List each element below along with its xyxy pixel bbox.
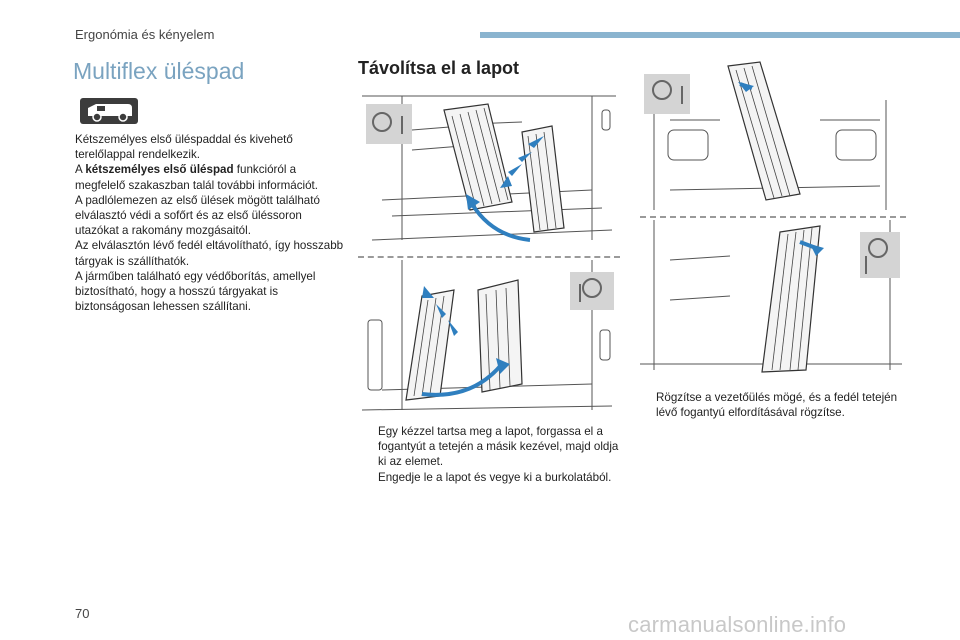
illustration-secure-panel xyxy=(640,220,902,373)
steering-wheel-icon xyxy=(366,104,412,144)
van-icon xyxy=(80,98,138,124)
paragraph-3: A padlólemezen az első ülések mögött tal… xyxy=(75,193,320,238)
illustration-release-panel xyxy=(362,95,616,242)
divider-dashed-left xyxy=(358,256,620,258)
paragraph-5: A járműben található egy védőborítás, am… xyxy=(75,269,316,314)
steering-wheel-icon xyxy=(860,232,900,278)
paragraph-2: A kétszemélyes első üléspad funkcióról a… xyxy=(75,163,318,192)
header-accent-bar xyxy=(480,32,960,38)
steering-wheel-icon xyxy=(570,272,614,310)
section-body: Kétszemélyes első üléspaddal és kivehető… xyxy=(75,132,345,314)
illustration-lower-panel xyxy=(362,260,614,411)
step-item: Engedje le a lapot és vegye ki a burkola… xyxy=(378,470,612,484)
bold-term: kétszemélyes első üléspad xyxy=(85,163,234,177)
watermark: carmanualsonline.info xyxy=(628,612,847,637)
step-item: Rögzítse a vezetőülés mögé, és a fedél t… xyxy=(656,391,898,420)
divider-dashed-right xyxy=(640,216,906,218)
section-title: Multiflex üléspad xyxy=(73,58,245,84)
chapter-title: Ergonómia és kényelem xyxy=(75,27,215,42)
step-item: Egy kézzel tartsa meg a lapot, forgassa … xyxy=(378,425,619,469)
removal-title: Távolítsa el a lapot xyxy=(358,58,520,78)
steps-right: Rögzítse a vezetőülés mögé, és a fedél t… xyxy=(640,390,910,420)
illustration-store-panel xyxy=(644,61,887,210)
paragraph-4: Az elválasztón lévő fedél eltávolítható,… xyxy=(75,239,344,268)
steps-left: Egy kézzel tartsa meg a lapot, forgassa … xyxy=(362,424,624,485)
page-number: 70 xyxy=(75,606,90,621)
paragraph-1: Kétszemélyes első üléspaddal és kivehető… xyxy=(75,133,293,162)
steering-wheel-icon xyxy=(644,74,690,114)
